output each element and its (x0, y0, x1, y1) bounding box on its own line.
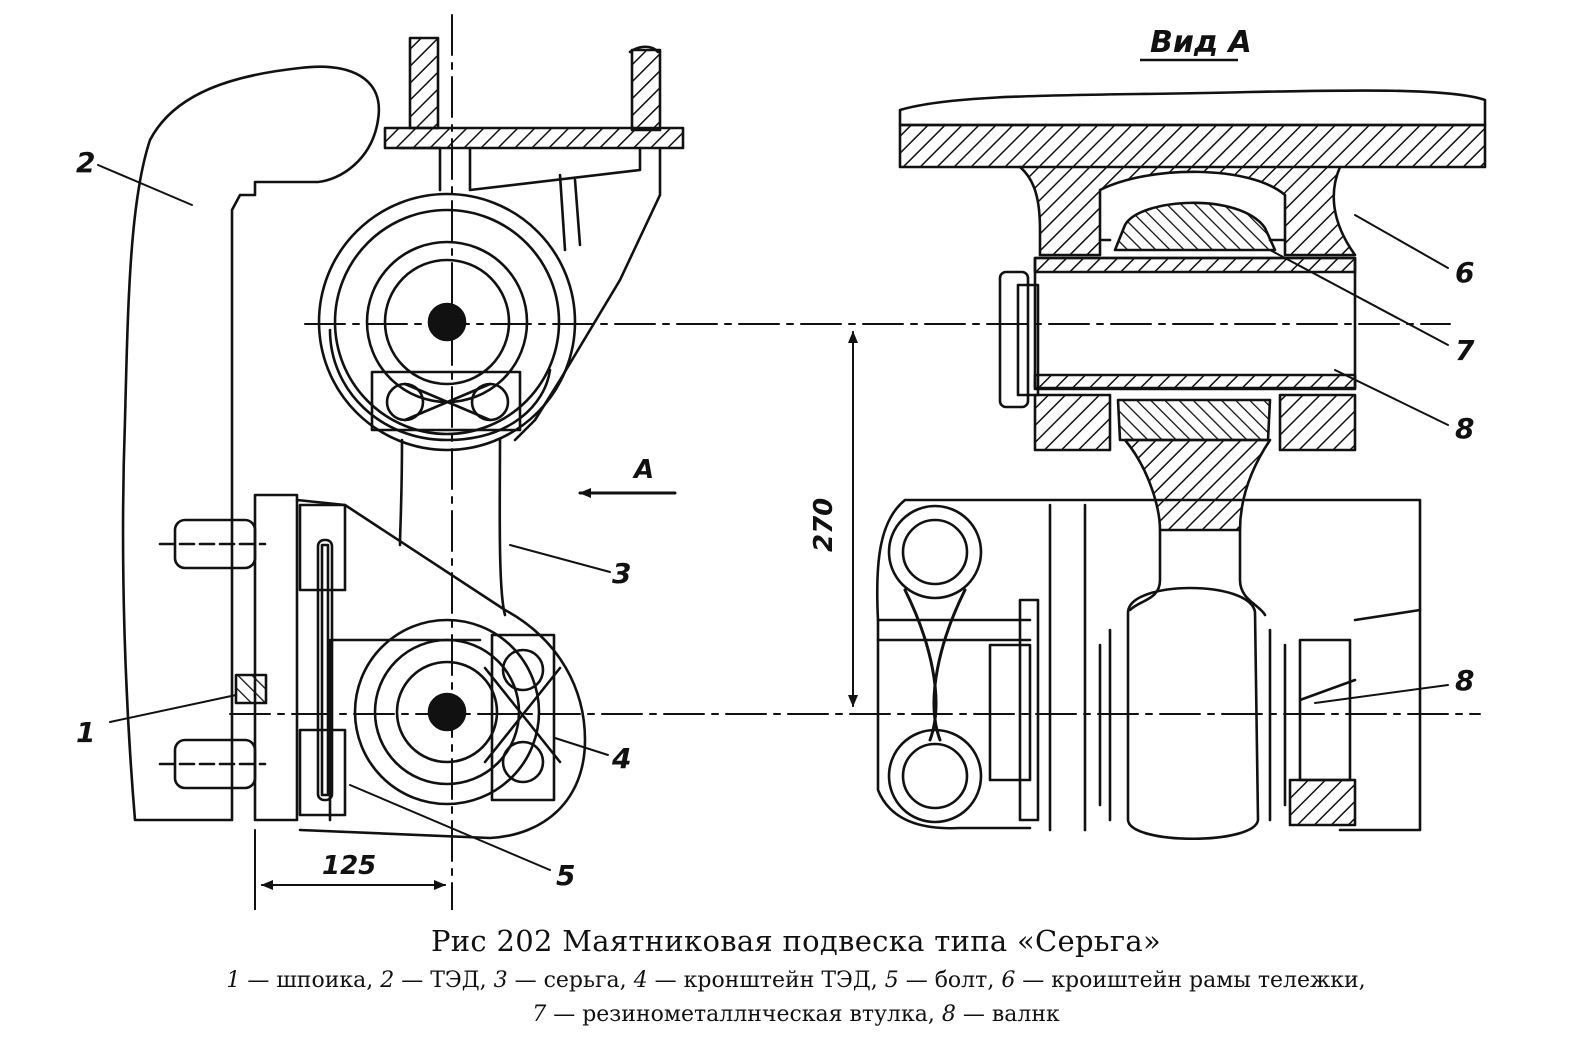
dim-270-label: 270 (809, 498, 839, 552)
legend-text: — кронштейн ТЭД, (647, 968, 885, 993)
lower-pin (427, 692, 467, 732)
callout-8-top: 8 (1455, 412, 1474, 445)
flange-hatch (1288, 778, 1357, 827)
lower-bushing (1116, 398, 1272, 442)
upper-eye-outer (317, 192, 577, 452)
legend-number: 4 (633, 968, 648, 993)
legend-line: 7 — резинометаллнческая втулка, 8 — валн… (0, 998, 1592, 1032)
legend-number: 6 (1001, 968, 1016, 993)
figure-caption-title: Рис 202 Маятниковая подвеска типа «Серьг… (430, 924, 1162, 958)
legend-number: 5 (884, 968, 899, 993)
frame-web-lip (628, 45, 660, 54)
hex-nut-top (887, 504, 983, 600)
legend-number: 8 (941, 1002, 956, 1027)
suspension-drawing: Вид А А 270 125 1 2 3 4 5 6 7 8 8 (76, 14, 1487, 910)
figure-legend: 1 — шпоика, 2 — ТЭД, 3 — серьга, 4 — кро… (0, 964, 1592, 1032)
right-view (875, 89, 1487, 841)
centerlines (229, 14, 1481, 910)
upper-bolt-block (370, 370, 522, 432)
rubber-bushing (1113, 201, 1277, 252)
callout-4: 4 (611, 742, 631, 775)
frame-web-right (630, 48, 662, 132)
callout-5: 5 (556, 859, 575, 892)
frame-plate (383, 126, 685, 150)
lower-bolt-block (490, 633, 556, 802)
callout-6: 6 (1455, 256, 1474, 289)
legend-number: 7 (532, 1002, 547, 1027)
frame-bracket-right (1018, 165, 1357, 257)
legend-text: — шпоика, (240, 968, 381, 993)
legend-number: 1 (226, 968, 241, 993)
frame-web-left (408, 36, 440, 130)
motor-bracket-right (875, 498, 1422, 832)
legend-text: — болт, (898, 968, 1002, 993)
legend-text: — валнк (955, 1002, 1060, 1027)
dim-125-label: 125 (322, 851, 376, 881)
view-a-label: Вид А (1150, 25, 1252, 60)
callout-8-bottom: 8 (1455, 664, 1474, 697)
legend-line: 1 — шпоика, 2 — ТЭД, 3 — серьга, 4 — кро… (0, 964, 1592, 998)
frame-bracket-body (398, 146, 662, 442)
callout-7: 7 (1455, 334, 1475, 367)
view-arrow-label: А (632, 455, 654, 485)
callout-2: 2 (76, 146, 95, 179)
legend-number: 2 (380, 968, 395, 993)
frame-plate-right (898, 123, 1487, 169)
motor-bracket-plate (253, 493, 299, 822)
left-view (121, 36, 685, 840)
dimension-125 (254, 829, 446, 910)
callout-3: 3 (612, 557, 631, 590)
callout-1: 1 (76, 716, 95, 749)
barrel (1126, 586, 1260, 841)
legend-text: — кроиштейн рамы тележки, (1015, 968, 1366, 993)
leader-lines (97, 164, 1449, 871)
legend-text: — резинометаллнческая втулка, (546, 1002, 942, 1027)
legend-text: — ТЭД, (394, 968, 494, 993)
legend-number: 3 (493, 968, 508, 993)
lower-eye-outer (353, 618, 541, 806)
frame-top (898, 89, 1487, 127)
upper-pin (427, 302, 467, 342)
motor-bracket-body (295, 498, 587, 840)
motor-outline (121, 65, 381, 822)
hex-nut-bottom (887, 728, 983, 824)
legend-text: — серьга, (507, 968, 634, 993)
shackle-neck (1123, 438, 1272, 532)
key (234, 673, 268, 705)
